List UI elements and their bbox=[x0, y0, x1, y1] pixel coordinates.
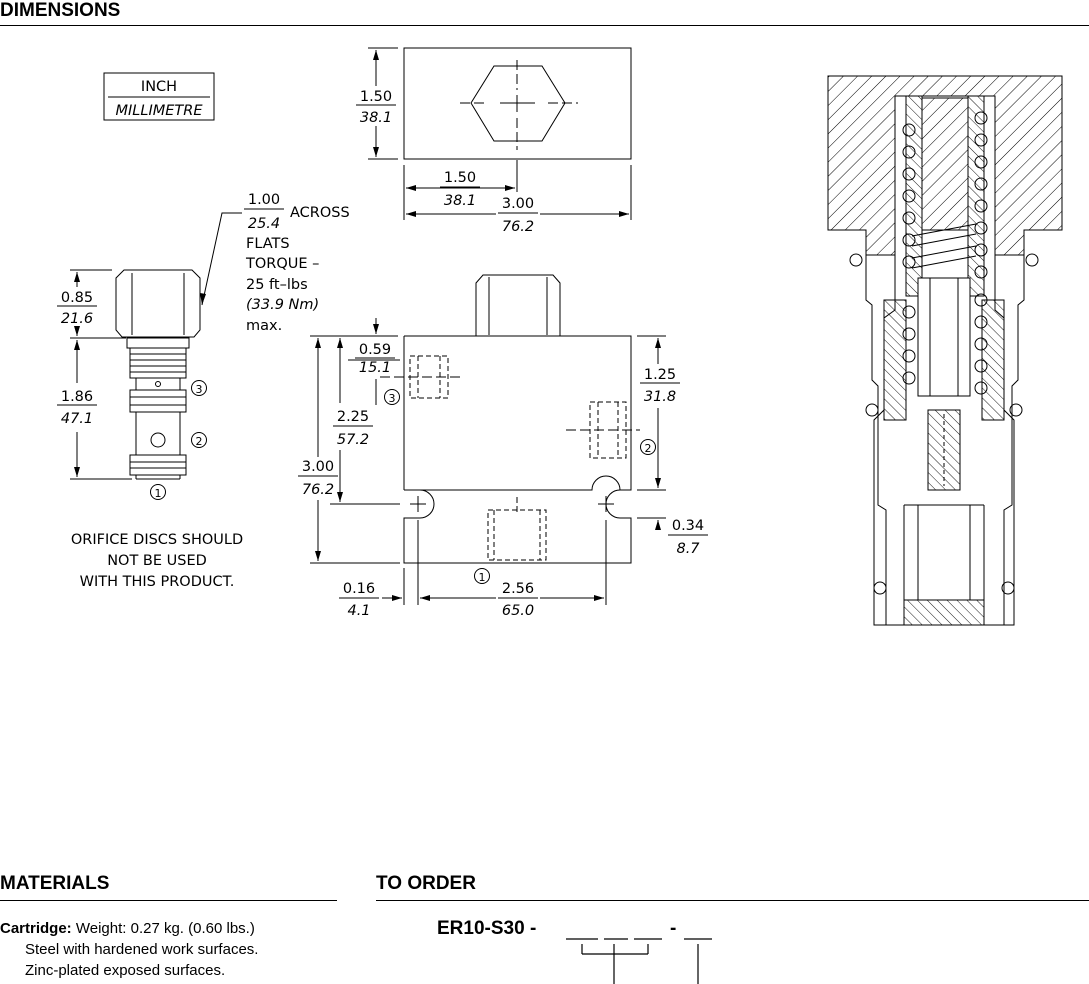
cartridge-cross-section bbox=[827, 75, 1063, 626]
front-port-1: 1 bbox=[479, 571, 486, 584]
dimensions-heading: DIMENSIONS bbox=[0, 0, 121, 21]
to-order-heading: TO ORDER bbox=[376, 873, 476, 894]
cartridge-port-1: 1 bbox=[155, 487, 162, 500]
body-length-mm: 47.1 bbox=[61, 411, 93, 427]
materials-line-2: Steel with hardened work surfaces. bbox=[25, 941, 259, 958]
order-model: ER10-S30 - bbox=[437, 918, 537, 939]
legend-millimetre: MILLIMETRE bbox=[116, 103, 204, 119]
note-line-3: WITH THIS PRODUCT. bbox=[80, 574, 235, 590]
front-height-in: 3.00 bbox=[302, 459, 334, 475]
top-center-mm: 38.1 bbox=[444, 193, 476, 209]
front-edge-in: 0.16 bbox=[343, 581, 375, 597]
front-slot-in: 0.34 bbox=[672, 518, 704, 534]
note-line-1: ORIFICE DISCS SHOULD bbox=[71, 532, 243, 548]
torque-label: TORQUE – bbox=[245, 256, 319, 272]
order-dash: - bbox=[670, 918, 677, 939]
materials-heading: MATERIALS bbox=[0, 873, 110, 894]
front-view-block bbox=[310, 274, 666, 605]
body-length-in: 1.86 bbox=[61, 389, 93, 405]
across-label: ACROSS bbox=[290, 205, 350, 221]
front-mount-mm: 65.0 bbox=[502, 603, 534, 619]
top-center-in: 1.50 bbox=[444, 170, 476, 186]
dimensions-rule bbox=[0, 25, 1089, 26]
top-width-in: 3.00 bbox=[502, 196, 534, 212]
cartridge-side-view bbox=[70, 212, 242, 500]
flats-label: FLATS bbox=[246, 236, 290, 252]
cartridge-port-2: 2 bbox=[196, 435, 203, 448]
materials-text: Cartridge: Weight: 0.27 kg. (0.60 lbs.) … bbox=[0, 918, 258, 981]
front-height-mm: 76.2 bbox=[302, 482, 334, 498]
hex-height-mm: 21.6 bbox=[61, 311, 93, 327]
front-port-2: 2 bbox=[645, 442, 652, 455]
torque-value: 25 ft–lbs bbox=[246, 277, 308, 293]
top-view-block bbox=[368, 47, 632, 220]
across-flats-mm: 25.4 bbox=[248, 216, 280, 232]
top-height-in: 1.50 bbox=[360, 89, 392, 105]
materials-line-3: Zinc-plated exposed surfaces. bbox=[25, 962, 226, 979]
cartridge-port-3: 3 bbox=[196, 383, 203, 396]
torque-nm: (33.9 Nm) bbox=[246, 297, 319, 313]
front-port3-mm: 15.1 bbox=[359, 360, 391, 376]
front-cavity-in: 2.25 bbox=[337, 409, 369, 425]
materials-rule bbox=[0, 900, 337, 901]
front-port3-in: 0.59 bbox=[359, 342, 391, 358]
front-mount-in: 2.56 bbox=[502, 581, 534, 597]
cartridge-weight: Weight: 0.27 kg. (0.60 lbs.) bbox=[75, 920, 255, 937]
front-port-3: 3 bbox=[389, 392, 396, 405]
order-code-blanks bbox=[566, 938, 712, 984]
to-order-rule bbox=[376, 900, 1089, 901]
note-line-2: NOT BE USED bbox=[107, 553, 207, 569]
cartridge-label: Cartridge: bbox=[0, 920, 72, 937]
front-cavity-mm: 57.2 bbox=[337, 432, 369, 448]
hex-height-in: 0.85 bbox=[61, 290, 93, 306]
front-port2-in: 1.25 bbox=[644, 367, 676, 383]
front-slot-mm: 8.7 bbox=[676, 541, 700, 557]
top-height-mm: 38.1 bbox=[360, 110, 392, 126]
torque-max: max. bbox=[246, 318, 282, 334]
legend-inch: INCH bbox=[141, 79, 177, 95]
across-flats-in: 1.00 bbox=[248, 192, 280, 208]
front-port2-mm: 31.8 bbox=[644, 389, 676, 405]
top-width-mm: 76.2 bbox=[502, 219, 534, 235]
front-edge-mm: 4.1 bbox=[347, 603, 370, 619]
unit-legend bbox=[103, 72, 215, 121]
